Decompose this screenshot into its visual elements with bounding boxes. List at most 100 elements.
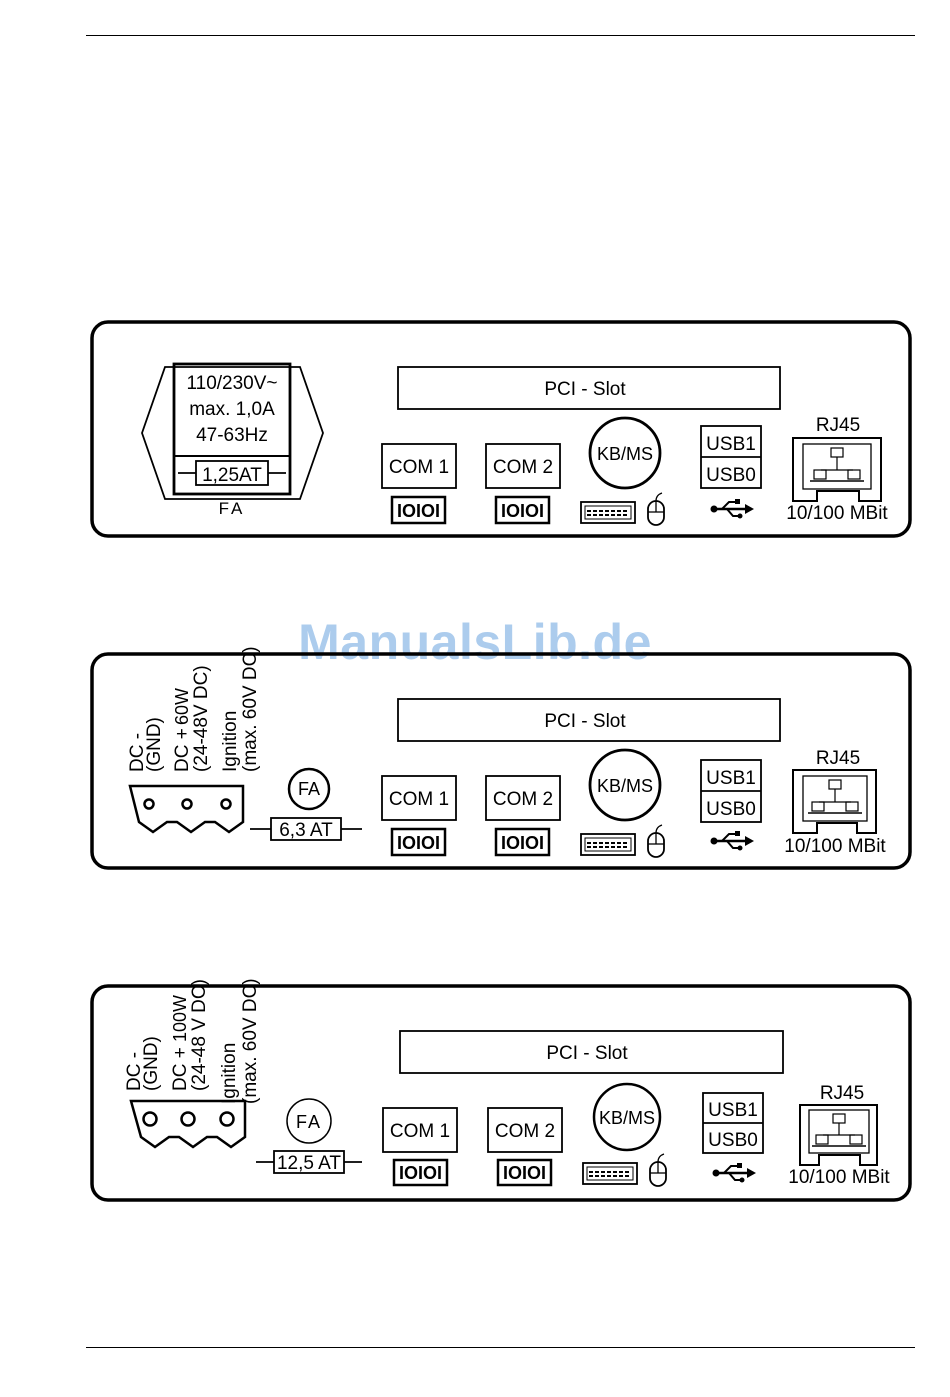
ac-power-inlet: 110/230V~ max. 1,0A 47-63Hz [141, 362, 324, 500]
network-icon [808, 779, 862, 814]
dc-power-label: 100W [170, 995, 190, 1042]
ignition-max-label: (max. 60V DC) [240, 646, 261, 772]
header-rule [86, 35, 915, 36]
terminal-pin [143, 798, 155, 810]
pci-slot-label: PCI - Slot [544, 379, 626, 400]
dc-terminal-block [128, 784, 245, 834]
usb-ports: USB1 USB0 [700, 425, 762, 519]
com1-label: COM 1 [389, 789, 449, 810]
com2-label: COM 2 [493, 789, 553, 810]
dc-power-label: 60W [172, 688, 192, 725]
com1-port: COM 1 IOIOI [381, 775, 457, 857]
dc-terminal-block [129, 1099, 247, 1149]
usb0-label: USB0 [706, 465, 756, 486]
pci-slot: PCI - Slot [399, 1030, 784, 1074]
dc-minus-sub-label: (GND) [141, 1036, 162, 1091]
ac-frequency-text: 47-63Hz [196, 425, 268, 446]
terminal-pin [142, 1111, 158, 1127]
com1-label: COM 1 [389, 457, 449, 478]
com1-label: COM 1 [390, 1121, 450, 1142]
usb0-label: USB0 [708, 1130, 758, 1151]
ac-rear-panel: 110/230V~ max. 1,0A 47-63Hz 1,25AT FA PC… [90, 320, 912, 538]
dc60-rear-panel: DC - (GND) DC + 60W (24-48V DC) Ignition… [90, 646, 912, 870]
lan-speed-label: 10/100 MBit [788, 1167, 890, 1188]
mouse-icon [649, 1153, 667, 1187]
pci-slot-label: PCI - Slot [544, 711, 626, 732]
rj45-label: RJ45 [816, 748, 860, 769]
com2-port: COM 2 IOIOI [485, 775, 561, 857]
usb0-label: USB0 [706, 799, 756, 820]
footer-rule [86, 1347, 915, 1348]
panel-outline [90, 984, 912, 1202]
mouse-icon [647, 492, 665, 526]
terminal-pin [220, 798, 232, 810]
serial-icon: IOIOI [397, 833, 440, 853]
dc-fuse: FA 6,3 AT [250, 767, 362, 841]
usb-icon [710, 499, 754, 519]
dc100-rear-panel: DC - (GND) DC + 100W (24-48 V DC) Igniti… [90, 978, 912, 1202]
com2-label: COM 2 [493, 457, 553, 478]
fuse-rating-text: 6,3 AT [279, 820, 333, 841]
kbms-port: KB/MS [582, 1082, 667, 1187]
kbms-label: KB/MS [597, 444, 653, 464]
network-icon [810, 447, 864, 482]
keyboard-icon [582, 1162, 638, 1185]
dc-fuse: FA 12,5 AT [256, 1098, 362, 1174]
keyboard-icon [580, 501, 636, 524]
kbms-port: KB/MS [580, 748, 665, 858]
com1-port: COM 1 IOIOI [382, 1107, 458, 1187]
com2-port: COM 2 IOIOI [485, 443, 561, 525]
mouse-icon [647, 824, 665, 858]
dc-minus-sub-label: (GND) [144, 717, 165, 772]
com2-port: COM 2 IOIOI [487, 1107, 563, 1187]
com1-port: COM 1 IOIOI [381, 443, 457, 525]
usb1-label: USB1 [706, 434, 756, 455]
dc-range-label: (24-48 V DC) [189, 979, 210, 1091]
usb-icon [710, 831, 754, 851]
kbms-label: KB/MS [599, 1108, 655, 1128]
network-icon [812, 1113, 866, 1147]
serial-icon: IOIOI [503, 1163, 546, 1183]
dc-plus-label: DC + [172, 728, 193, 772]
dc-plus-label: DC + [170, 1047, 191, 1091]
lan-speed-label: 10/100 MBit [784, 836, 886, 857]
ac-fuse: 1,25AT [178, 460, 286, 486]
kbms-port: KB/MS [580, 416, 665, 526]
com2-label: COM 2 [495, 1121, 555, 1142]
rj45-port: RJ45 10/100 MBit [786, 415, 888, 524]
dc100-rear-panel-drawing: DC - (GND) DC + 100W (24-48 V DC) Igniti… [90, 978, 912, 1202]
ignition-label: Ignition [219, 1043, 240, 1104]
fuse-label-text: FA [296, 1112, 322, 1132]
keyboard-icon [580, 833, 636, 856]
serial-icon: IOIOI [397, 501, 440, 521]
fuse-label-text: FA [219, 499, 246, 518]
dc-minus-label: DC - [124, 1052, 145, 1091]
ignition-max-label: (max. 60V DC) [240, 978, 261, 1104]
pci-slot-label: PCI - Slot [546, 1043, 628, 1064]
rj45-label: RJ45 [816, 415, 860, 436]
lan-speed-label: 10/100 MBit [786, 503, 888, 524]
serial-icon: IOIOI [501, 501, 544, 521]
rj45-port: RJ45 10/100 MBit [784, 748, 886, 857]
usb1-label: USB1 [706, 768, 756, 789]
usb-ports: USB1 USB0 [700, 759, 762, 851]
kbms-label: KB/MS [597, 776, 653, 796]
ac-current-text: max. 1,0A [189, 399, 275, 420]
ac-rear-panel-drawing: 110/230V~ max. 1,0A 47-63Hz 1,25AT FA PC… [90, 320, 912, 538]
dc60-rear-panel-drawing: DC - (GND) DC + 60W (24-48V DC) Ignition… [90, 646, 912, 870]
usb-ports: USB1 USB0 [702, 1092, 764, 1183]
serial-icon: IOIOI [399, 1163, 442, 1183]
terminal-pin [181, 798, 193, 810]
ac-voltage-text: 110/230V~ [186, 373, 277, 394]
pci-slot: PCI - Slot [397, 366, 781, 410]
dc-minus-label: DC - [127, 733, 148, 772]
usb1-label: USB1 [708, 1100, 758, 1121]
panel-outline [90, 652, 912, 870]
terminal-pin [180, 1111, 196, 1127]
ignition-label: Ignition [220, 711, 241, 772]
usb-icon [712, 1163, 756, 1183]
dc-range-label: (24-48V DC) [191, 665, 212, 772]
fuse-rating-text: 1,25AT [202, 465, 262, 486]
fuse-rating-text: 12,5 AT [277, 1153, 341, 1174]
dc-terminal-labels: DC - (GND) DC + 100W (24-48 V DC) Igniti… [124, 978, 261, 1104]
